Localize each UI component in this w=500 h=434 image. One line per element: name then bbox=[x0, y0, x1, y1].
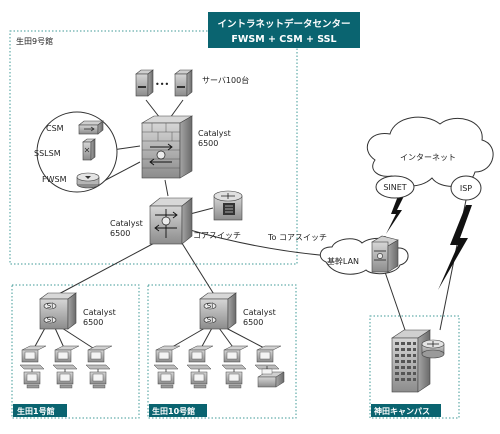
si-label: Si bbox=[47, 316, 53, 324]
sslsm-label: SSLSM bbox=[34, 149, 61, 158]
building-ikuta1-label: 生田1号館 bbox=[17, 406, 55, 416]
pc-icon bbox=[153, 345, 181, 370]
si-label: Si bbox=[47, 302, 53, 310]
building-kanda-tag bbox=[371, 404, 441, 417]
pc-icon bbox=[52, 345, 80, 370]
pc-icon bbox=[157, 369, 175, 389]
building-ikuta9-label: 生田9号館 bbox=[16, 36, 53, 46]
pc-icon bbox=[186, 345, 214, 370]
si-label: Si bbox=[207, 316, 213, 324]
building10-switch-icon: Si Si bbox=[199, 292, 237, 330]
title-line2: FWSM + CSM + SSL bbox=[231, 34, 336, 45]
sinet-label: SINET bbox=[383, 183, 406, 192]
pc-icon bbox=[225, 369, 243, 389]
pc-icon bbox=[85, 345, 113, 370]
building-ikuta9-box: 生田9号館 bbox=[9, 30, 298, 265]
catalyst-b1-label-2: 6500 bbox=[83, 318, 103, 327]
catalyst-b1-label-1: Catalyst bbox=[83, 308, 116, 317]
building-ikuta10-label: 生田10号館 bbox=[152, 406, 195, 416]
pc-icon bbox=[89, 369, 107, 389]
title-box: イントラネットデータセンター FWSM + CSM + SSL bbox=[208, 12, 360, 48]
catalyst-top-label-1: Catalyst bbox=[198, 129, 231, 138]
kanda-router-icon bbox=[421, 339, 445, 359]
catalyst-core-label-2: 6500 bbox=[110, 229, 130, 238]
building-kanda-label: 神田キャンパス bbox=[374, 406, 430, 416]
building1-switch-icon: Si Si bbox=[39, 292, 77, 330]
catalyst-top-label-2: 6500 bbox=[198, 139, 218, 148]
servers-label: サーバ100台 bbox=[202, 75, 249, 85]
server-icon bbox=[174, 69, 193, 97]
dots-label: ••• bbox=[155, 80, 169, 89]
printer-icon bbox=[257, 366, 285, 388]
catalyst-b10-label-2: 6500 bbox=[243, 318, 263, 327]
to-core-switch-label: To コアスイッチ bbox=[267, 233, 327, 242]
building-ikuta1-tag bbox=[13, 404, 67, 417]
building-ikuta10-tag bbox=[149, 404, 207, 417]
building-ikuta10-box: 生田10号館 bbox=[147, 284, 297, 419]
csm-label: CSM bbox=[46, 124, 64, 133]
si-label: Si bbox=[207, 302, 213, 310]
lightning-bolt-icon bbox=[438, 205, 472, 290]
lightning-bolt-icon bbox=[386, 196, 404, 234]
internet-cloud: インターネット bbox=[366, 116, 494, 187]
core-switch-label: コアスイッチ bbox=[193, 231, 241, 240]
fwsm-module-icon bbox=[76, 172, 100, 189]
pc-icon bbox=[254, 345, 282, 370]
router-icon bbox=[213, 190, 243, 221]
sslsm-module-icon bbox=[82, 138, 96, 161]
catalyst-core-label-1: Catalyst bbox=[110, 219, 143, 228]
csm-module-icon bbox=[78, 120, 104, 135]
isp-node: ISP bbox=[450, 175, 482, 201]
fwsm-label: FWSM bbox=[42, 175, 67, 184]
backbone-switch-icon bbox=[371, 235, 399, 273]
campus-building-icon bbox=[391, 329, 431, 393]
pc-icon bbox=[221, 345, 249, 370]
catalyst-6500-switch-icon bbox=[140, 115, 194, 179]
building-kanda-box: 神田キャンパス bbox=[369, 315, 460, 419]
internet-label: インターネット bbox=[400, 153, 456, 162]
server-icon bbox=[135, 69, 154, 97]
backbone-lan-label: 基幹LAN bbox=[327, 256, 359, 266]
pc-icon bbox=[19, 345, 47, 370]
catalyst-b10-label-1: Catalyst bbox=[243, 308, 276, 317]
sinet-node: SINET bbox=[375, 175, 415, 199]
pc-icon bbox=[190, 369, 208, 389]
pc-icon bbox=[23, 369, 41, 389]
pc-icon bbox=[56, 369, 74, 389]
core-catalyst-switch-icon bbox=[149, 197, 193, 245]
isp-label: ISP bbox=[460, 184, 472, 193]
title-line1: イントラネットデータセンター bbox=[217, 18, 350, 30]
